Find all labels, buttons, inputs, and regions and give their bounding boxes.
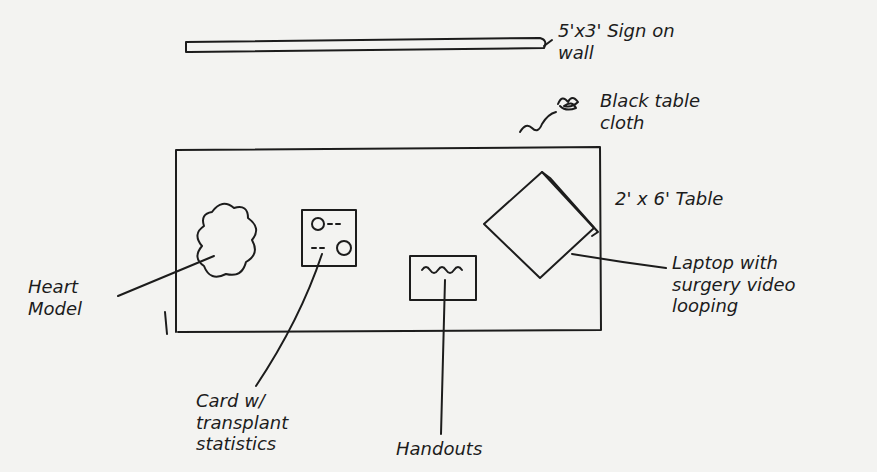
laptop-edge — [542, 172, 598, 236]
card-dot — [337, 241, 351, 255]
leader-line — [256, 254, 322, 386]
heart-model — [197, 204, 256, 277]
wall-sign — [186, 38, 545, 52]
leader-line — [118, 256, 214, 296]
statistics-card — [302, 210, 356, 266]
card-dot — [312, 218, 324, 230]
table-label: 2' x 6' Table — [615, 188, 785, 210]
handouts-label: Handouts — [396, 438, 516, 460]
laptop — [484, 172, 594, 278]
card-text-marks — [312, 224, 340, 248]
leader-line — [520, 112, 556, 132]
handouts-stack — [410, 256, 476, 300]
cloth-label: Black table cloth — [600, 90, 730, 133]
cloth-scribble — [558, 98, 578, 110]
leader-line — [544, 40, 552, 46]
sign-label: 5'x3' Sign on wall — [558, 20, 698, 63]
card-label: Card w/ transplant statistics — [196, 390, 326, 455]
leader-line — [572, 254, 666, 268]
heart-label: Heart Model — [28, 276, 123, 319]
leader-line — [441, 280, 445, 434]
handouts-squiggle — [422, 267, 462, 273]
table-outline — [165, 147, 601, 334]
laptop-label: Laptop with surgery video looping — [672, 252, 847, 317]
